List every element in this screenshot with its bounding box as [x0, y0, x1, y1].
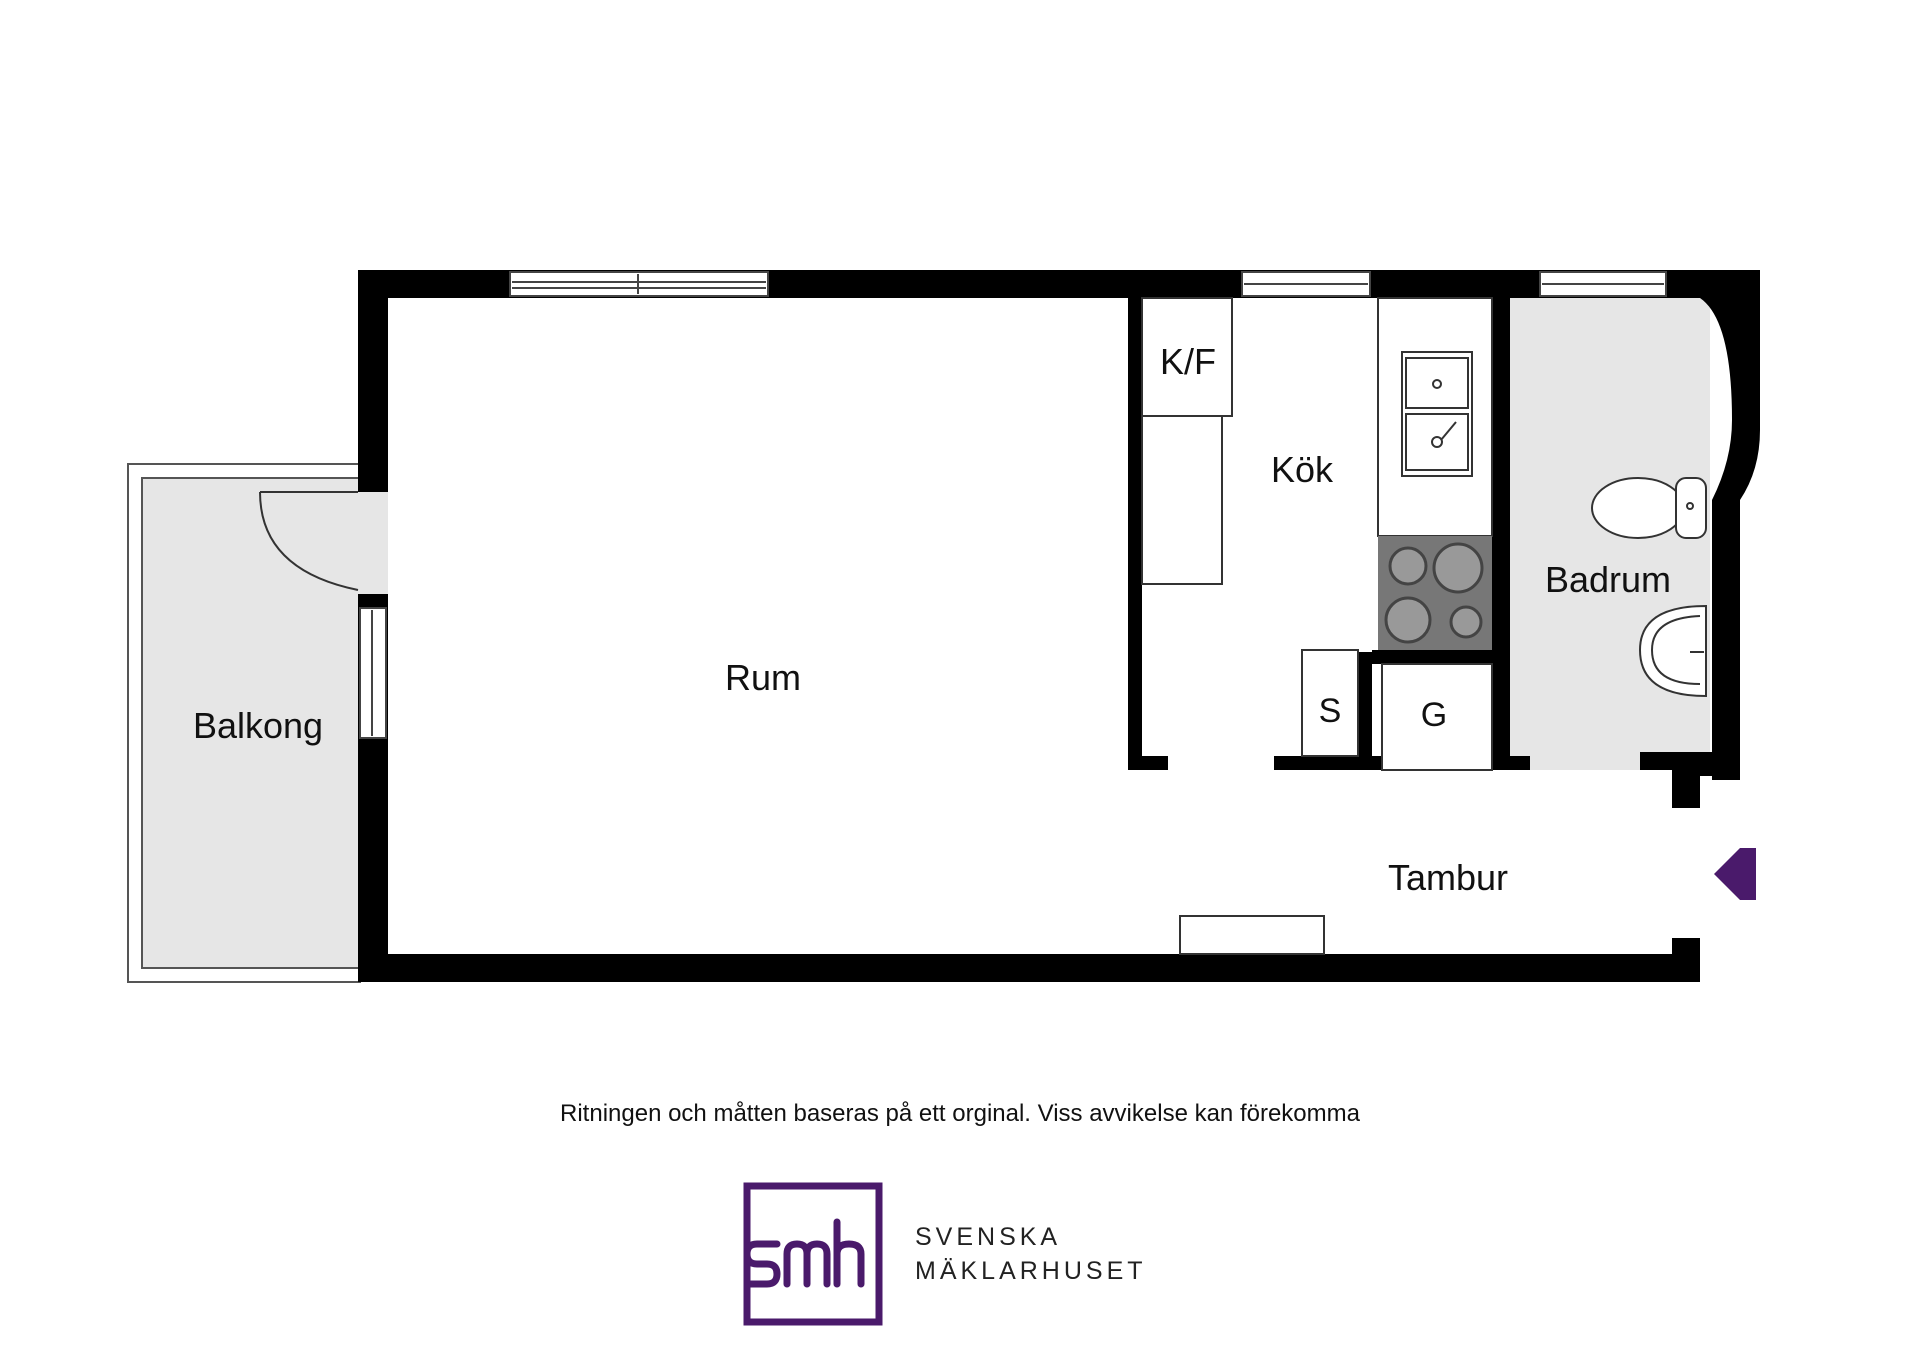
- room-label-badrum: Badrum: [1545, 559, 1671, 600]
- room-label-kok: Kök: [1271, 449, 1334, 490]
- room-label-rum: Rum: [725, 657, 801, 698]
- balcony: [127, 463, 361, 983]
- kitchen-fixtures: [1141, 297, 1493, 771]
- door-swing-icon: [259, 491, 359, 591]
- smh-logo-mark: [743, 1182, 883, 1326]
- brand-logo: SVENSKA MÄKLARHUSET: [743, 1182, 1163, 1342]
- room-label-g: G: [1421, 696, 1447, 734]
- room-label-kf: K/F: [1160, 341, 1216, 382]
- sink-icon: [1431, 379, 1457, 448]
- logo-line-2: MÄKLARHUSET: [915, 1257, 1147, 1285]
- logo-line-1: SVENSKA: [915, 1223, 1062, 1251]
- balcony-door-threshold: [358, 492, 388, 594]
- stove-icon: [1378, 536, 1492, 650]
- washbasin-icon: [1638, 604, 1707, 698]
- disclaimer-note: Ritningen och måtten baseras på ett orgi…: [560, 1100, 1360, 1127]
- windows: [359, 271, 1667, 739]
- room-label-s: S: [1319, 692, 1342, 730]
- room-label-tambur: Tambur: [1388, 857, 1508, 898]
- entrance-arrow-icon: [1714, 848, 1756, 900]
- logo-wordmark: SVENSKA MÄKLARHUSET: [915, 1220, 1147, 1288]
- room-label-balkong: Balkong: [193, 705, 323, 746]
- hall-shelf: [1179, 915, 1325, 955]
- walls: [358, 270, 1760, 982]
- toilet-icon: [1591, 477, 1707, 539]
